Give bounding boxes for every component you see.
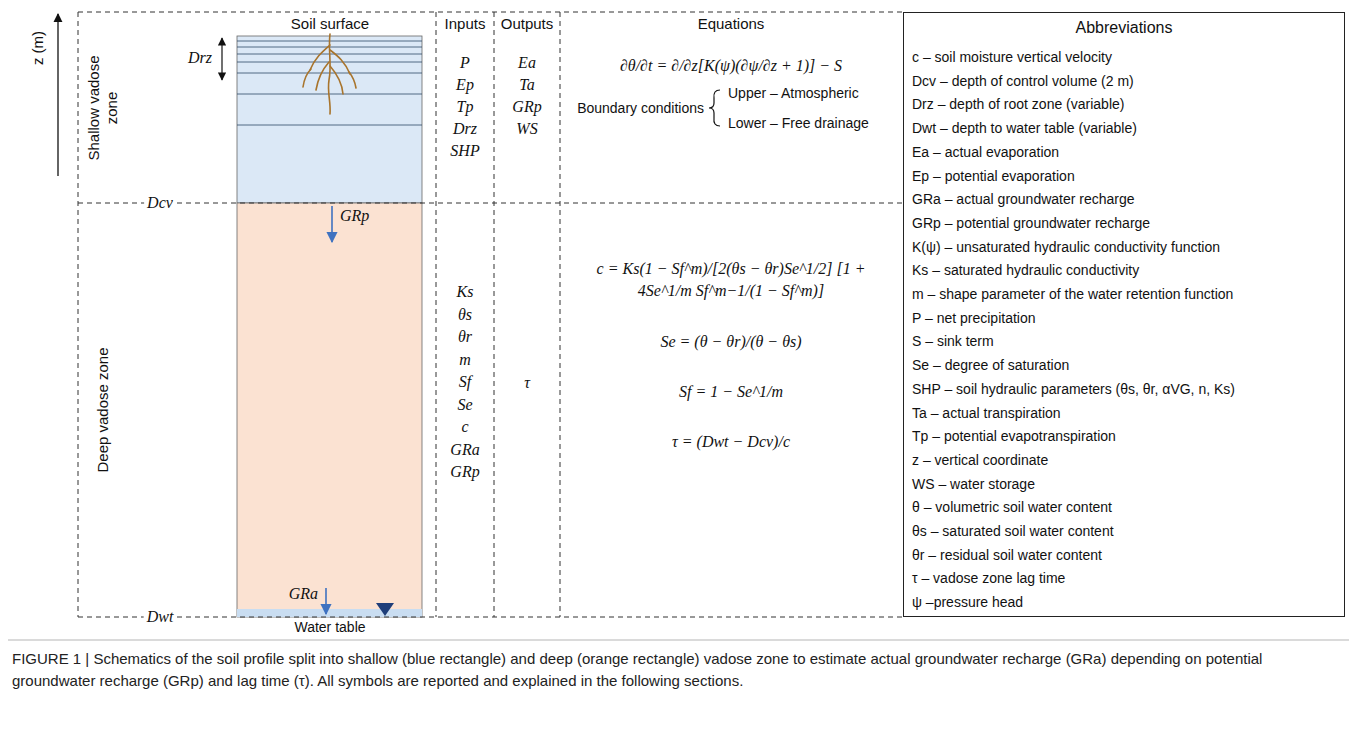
input-symbol: Se [457, 395, 472, 414]
box-heading: Abbreviations [1076, 18, 1173, 37]
output-symbol: τ [524, 373, 530, 392]
abbreviation-entry: GRp – potential groundwater recharge [912, 215, 1150, 232]
equation: Se = (θ − θr)/(θ − θs) [660, 332, 801, 351]
input-symbol: P [460, 53, 470, 72]
abbreviation-entry: m – shape parameter of the water retenti… [912, 286, 1233, 303]
recharge-arrow [325, 588, 327, 614]
water-table-symbol [376, 603, 394, 616]
saturated-strip [237, 609, 422, 617]
equation: Sf = 1 − Se^1/m [679, 382, 783, 401]
frame-line [560, 12, 561, 617]
equation: τ = (Dwt − Dcv)/c [672, 432, 790, 451]
zone-label: Deep vadose zone [94, 347, 112, 472]
root-depth-arrow [221, 38, 222, 80]
root [316, 62, 329, 90]
brace [709, 90, 720, 126]
roots [303, 34, 356, 114]
abbreviation-entry: GRa – actual groundwater recharge [912, 191, 1135, 208]
input-symbol: c [461, 417, 468, 436]
abbreviation-entry: c – soil moisture vertical velocity [912, 49, 1112, 66]
frame-line [78, 617, 903, 618]
water-table-label: Water table [294, 619, 365, 636]
output-symbol: WS [516, 119, 537, 138]
frame-line [78, 12, 79, 617]
depth-label: Dcv [144, 193, 176, 212]
recharge-arrow [331, 206, 333, 242]
root [303, 69, 311, 87]
dashed-frame [78, 12, 903, 617]
output-symbol: GRp [512, 97, 541, 116]
abbreviation-entry: SHP – soil hydraulic parameters (θs, θr,… [912, 381, 1235, 398]
output-symbol: Ea [518, 53, 536, 72]
abbreviation-entry: θs – saturated soil water content [912, 523, 1114, 540]
abbreviation-entry: S – sink term [912, 333, 994, 350]
root [310, 45, 330, 70]
abbreviation-entry: z – vertical coordinate [912, 452, 1048, 469]
input-symbol: θs [458, 305, 472, 324]
flux-label: GRp [340, 206, 369, 225]
column-header: Inputs [445, 15, 486, 33]
frame-line [78, 203, 903, 204]
abbreviation-entry: WS – water storage [912, 476, 1035, 493]
abbreviation-entry: Ea – actual evaporation [912, 144, 1059, 161]
abbreviation-entry: P – net precipitation [912, 310, 1036, 327]
figure-caption: FIGURE 1 | Schematics of the soil profil… [12, 648, 1345, 692]
abbreviation-entry: Se – degree of saturation [912, 357, 1069, 374]
input-symbol: Drz [453, 119, 477, 138]
abbreviation-box: Abbreviations c – soil moisture vertical … [903, 12, 1345, 617]
abbreviation-entry: Drz – depth of root zone (variable) [912, 96, 1124, 113]
column-header: Equations [698, 15, 765, 33]
column-header: Outputs [501, 15, 554, 33]
output-symbol: Ta [519, 75, 534, 94]
caption-rule [8, 640, 1349, 641]
zone-label: Shallow vadose zone [85, 53, 121, 163]
boundary-label: Boundary conditions [577, 100, 704, 117]
input-symbol: SHP [450, 141, 479, 160]
boundary-label: Lower – Free drainage [728, 115, 869, 132]
abbreviation-entry: θr – residual soil water content [912, 547, 1102, 564]
depth-label: Dwt [144, 607, 177, 626]
frame-line [436, 12, 437, 617]
abbreviation-entry: θ – volumetric soil water content [912, 499, 1112, 516]
abbreviation-entry: Ks – saturated hydraulic conductivity [912, 262, 1139, 279]
abbreviation-entry: τ – vadose zone lag time [912, 570, 1065, 587]
column-header: Soil surface [291, 15, 369, 33]
abbreviation-entry: Dwt – depth to water table (variable) [912, 120, 1137, 137]
abbreviation-entry: Ta – actual transpiration [912, 405, 1061, 422]
root [349, 72, 356, 88]
boundary-label: Upper – Atmospheric [728, 85, 859, 102]
z-axis-arrow [57, 14, 58, 176]
input-symbol: Ep [456, 75, 474, 94]
input-symbol: GRp [450, 462, 479, 481]
frame-line [78, 12, 903, 13]
equation: ∂θ/∂t = ∂/∂z[K(ψ)(∂ψ/∂z + 1)] − S [620, 56, 842, 75]
frame-line [494, 12, 495, 617]
equation: c = Ks(1 − Sf^m)/[2(θs − θr)Se^1/2] [1 +… [571, 258, 891, 301]
deep-zone-band [237, 203, 422, 617]
flux-label: GRa [289, 584, 318, 603]
input-symbol: GRa [450, 440, 479, 459]
abbreviation-entry: K(ψ) – unsaturated hydraulic conductivit… [912, 239, 1220, 256]
input-symbol: m [459, 350, 471, 369]
input-symbol: Tp [457, 97, 474, 116]
abbreviation-entry: ψ –pressure head [912, 594, 1023, 611]
abbreviation-entry: Dcv – depth of control volume (2 m) [912, 73, 1134, 90]
abbreviation-entry: Ep – potential evaporation [912, 168, 1075, 185]
depth-label: Drz [188, 48, 212, 67]
root [330, 66, 343, 94]
abbreviation-entry: Tp – potential evapotranspiration [912, 428, 1116, 445]
input-symbol: θr [458, 327, 472, 346]
axis-label: z (m) [29, 31, 47, 65]
input-symbol: Sf [459, 372, 471, 391]
input-symbol: Ks [457, 282, 474, 301]
layer-line [237, 125, 422, 126]
